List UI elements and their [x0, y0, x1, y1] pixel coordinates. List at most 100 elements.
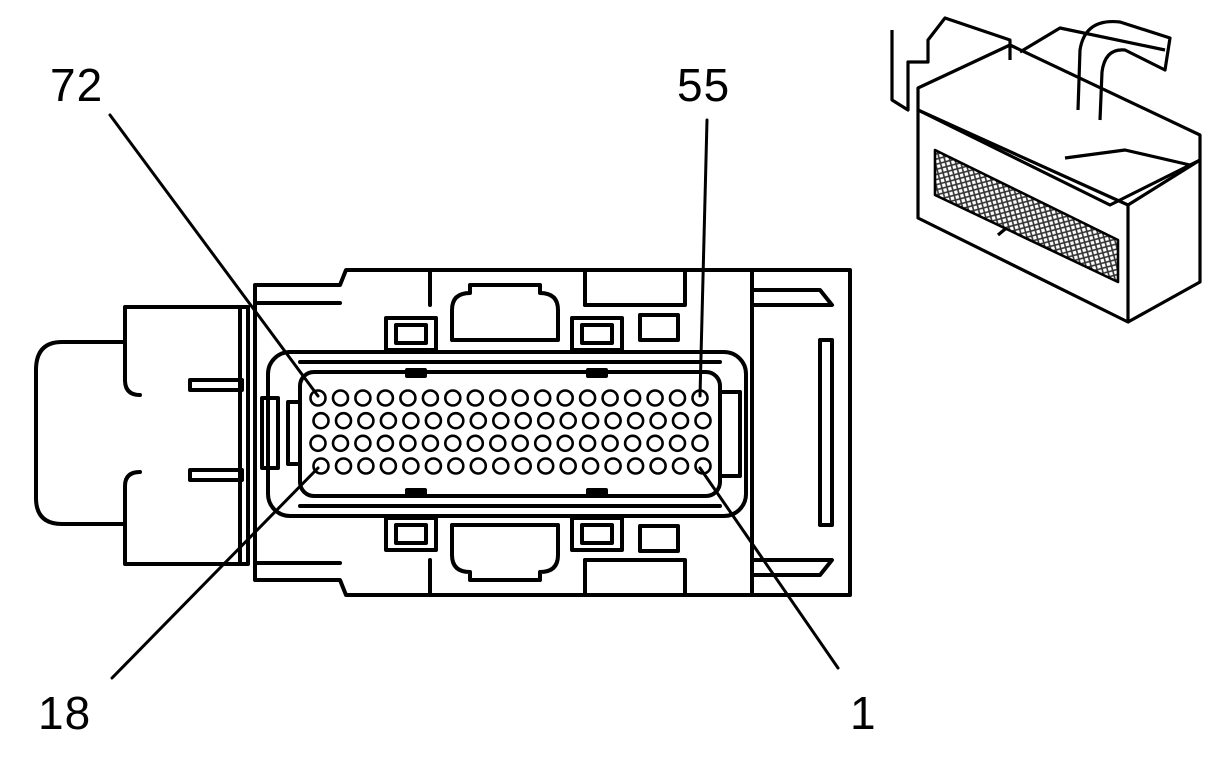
- pin-terminal: [379, 411, 398, 430]
- bottom-key-block: [638, 524, 680, 553]
- housing-top-shoulder: [583, 268, 687, 307]
- pin-terminal: [559, 457, 578, 475]
- pin-terminal: [399, 434, 417, 453]
- top-key-block: [638, 313, 680, 342]
- top-terminal-window-left: [384, 316, 438, 352]
- pin-terminal: [469, 457, 488, 475]
- pin-terminal: [402, 411, 420, 430]
- pin-terminal: [578, 389, 597, 407]
- pin-terminal: [469, 411, 488, 430]
- bottom-terminal-window-right-inner: [580, 523, 614, 545]
- top-terminal-window-left-inner: [394, 323, 428, 345]
- pin-terminal: [488, 389, 507, 407]
- cavity-top-notch-right: [586, 368, 608, 378]
- pin-terminal: [309, 389, 327, 407]
- pin-terminal: [601, 389, 619, 407]
- pin-terminal: [309, 434, 327, 453]
- iso-side-face: [1127, 158, 1202, 324]
- latch-inner-contour: [123, 340, 142, 526]
- pin-terminal: [402, 457, 420, 475]
- pin-terminal: [581, 411, 600, 430]
- cavity-bottom-notch-left: [405, 488, 427, 498]
- connector-housing-outline: [253, 268, 852, 597]
- pin-terminal: [601, 434, 619, 453]
- bottom-terminal-window-right: [570, 516, 624, 552]
- callout-pin-55: 55: [677, 59, 731, 111]
- pin-terminal: [581, 457, 600, 475]
- pin-terminal: [694, 411, 712, 430]
- callout-pin-18: 18: [38, 687, 92, 739]
- pin-terminal: [556, 434, 575, 453]
- pin-terminal: [533, 389, 552, 407]
- pin-terminal: [376, 389, 395, 407]
- iso-top-ridge: [1064, 148, 1191, 167]
- pin-terminal: [331, 434, 350, 453]
- pin-terminal: [446, 411, 465, 430]
- pin-terminal: [559, 411, 578, 430]
- pin-terminal: [331, 389, 350, 407]
- iso-rear-latch: [890, 16, 1012, 112]
- pin-terminal: [399, 389, 417, 407]
- pin-terminal: [668, 389, 687, 407]
- pin-terminal: [466, 434, 485, 453]
- leader-line-pin-18: [110, 466, 320, 680]
- pin-terminal: [514, 457, 533, 475]
- pin-terminal: [536, 411, 555, 430]
- iso-pin-mesh: [933, 148, 1120, 284]
- pin-terminal: [604, 457, 622, 475]
- top-terminal-window-right-inner: [580, 323, 614, 345]
- pin-terminal: [623, 434, 642, 453]
- pin-terminal: [443, 389, 462, 407]
- leader-line-pin-55: [698, 118, 709, 398]
- pin-terminal: [671, 411, 690, 430]
- pin-terminal: [511, 434, 530, 453]
- pin-terminal: [357, 411, 375, 430]
- pin-terminal: [623, 389, 642, 407]
- pin-terminal: [511, 389, 530, 407]
- pin-terminal: [646, 434, 664, 453]
- bottom-latch-bump: [450, 523, 560, 582]
- iso-clip-brace: [1019, 26, 1166, 54]
- pin-terminal: [446, 457, 465, 475]
- connector-latch-outline: [34, 305, 250, 566]
- cavity-top-notch-left: [405, 368, 427, 378]
- pin-terminal: [671, 457, 690, 475]
- pin-terminal: [626, 411, 645, 430]
- pin-terminal: [466, 389, 485, 407]
- pin-terminal: [376, 434, 395, 453]
- cavity-right-key: [718, 390, 742, 478]
- pin-terminal: [578, 434, 597, 453]
- cavity-bottom-notch-right: [586, 488, 608, 498]
- latch-pin-lower: [188, 468, 244, 482]
- pin-terminal: [533, 434, 552, 453]
- leader-line-pin-72: [108, 113, 320, 398]
- top-terminal-window-right: [570, 316, 624, 352]
- pin-terminal: [424, 457, 443, 475]
- top-latch-bump: [450, 283, 560, 342]
- pin-terminal: [312, 411, 330, 430]
- pin-terminal: [443, 434, 462, 453]
- pin-terminal: [626, 457, 645, 475]
- latch-pin-upper: [188, 378, 244, 392]
- bottom-terminal-window-left: [384, 516, 438, 552]
- connector-3d-view: [890, 16, 1202, 324]
- pin-terminal: [668, 434, 687, 453]
- pin-terminal: [691, 434, 709, 453]
- pin-terminal: [556, 389, 575, 407]
- callout-pin-1: 1: [850, 687, 877, 739]
- pin-terminal: [491, 457, 510, 475]
- pin-terminal: [649, 457, 667, 475]
- pin-terminal: [421, 434, 440, 453]
- leader-line-pin-1: [698, 466, 840, 670]
- pin-terminal: [357, 457, 375, 475]
- pin-terminal: [334, 411, 353, 430]
- callout-pin-72: 72: [50, 59, 104, 111]
- iso-clip-arm: [1076, 19, 1172, 121]
- bottom-terminal-window-left-inner: [394, 523, 428, 545]
- pin-terminal: [354, 434, 372, 453]
- pin-terminal: [491, 411, 510, 430]
- pin-terminal: [514, 411, 533, 430]
- pin-terminal: [488, 434, 507, 453]
